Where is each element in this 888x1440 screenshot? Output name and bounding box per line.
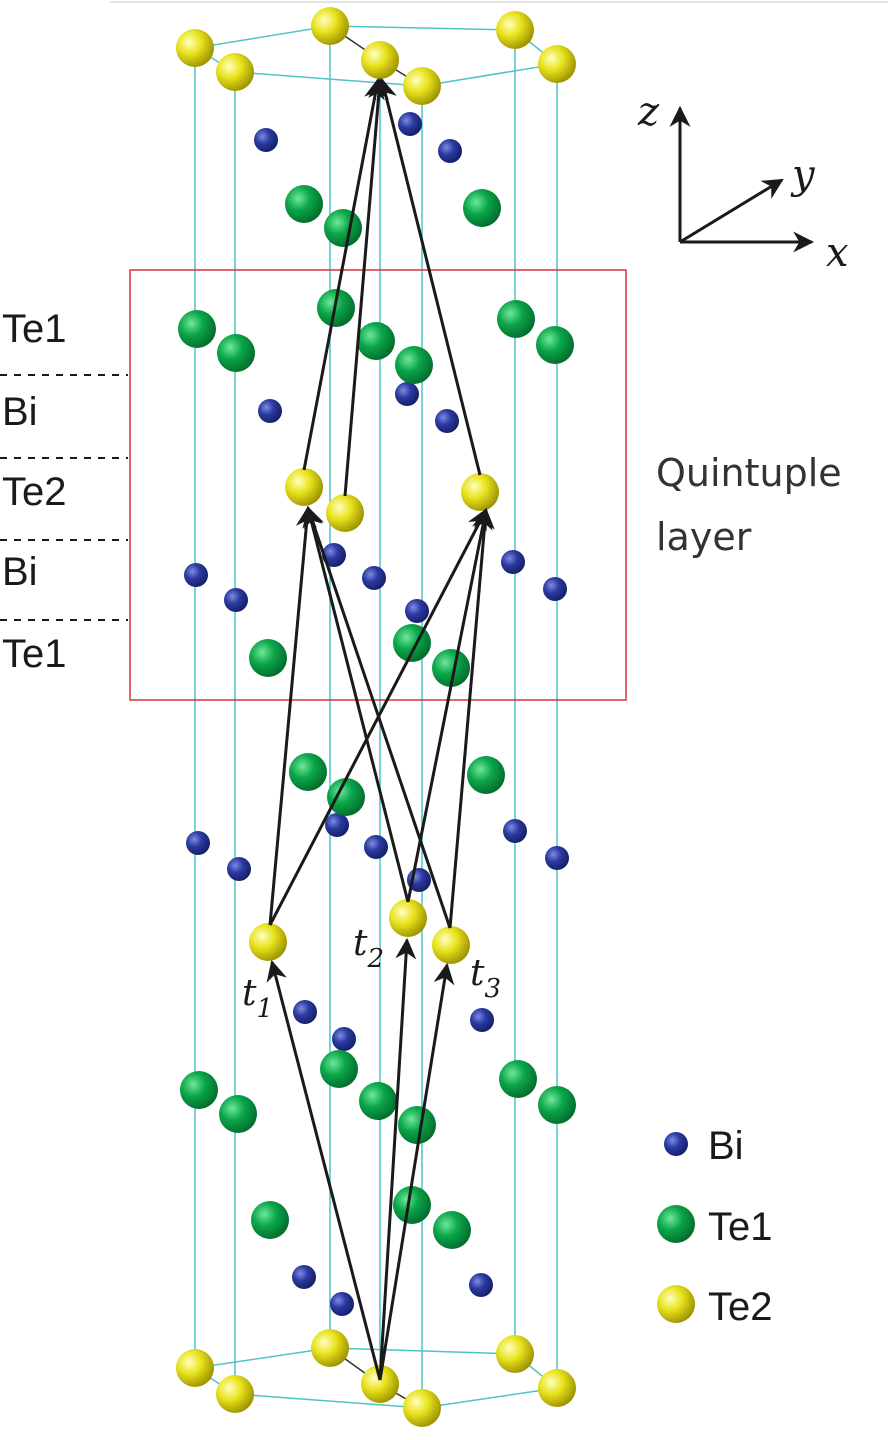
x-axis-label: x xyxy=(826,230,849,276)
arrow-t3-to-te2a xyxy=(304,506,452,929)
arrow-t2-to-te2c xyxy=(406,507,493,903)
layer-label-te1-top: Te1 xyxy=(2,307,67,351)
vector-t3-arrow xyxy=(378,962,455,1381)
layer-label-bi-lower: Bi xyxy=(2,550,38,594)
coordinate-axes xyxy=(669,105,815,253)
te1-atom-icon xyxy=(657,1205,695,1243)
vector-t2-arrow xyxy=(378,937,417,1381)
te1-atoms xyxy=(178,185,576,1249)
lattice-vectors xyxy=(266,77,495,1381)
vector-t1-arrow xyxy=(266,959,382,1381)
legend-label-te2: Te2 xyxy=(708,1285,773,1329)
arrow-te2c-to-top xyxy=(376,77,482,476)
arrow-t3-to-te2c xyxy=(448,507,495,929)
arrow-te2a-to-top xyxy=(302,77,385,471)
atoms xyxy=(176,7,576,1427)
y-axis-label: y xyxy=(790,152,816,198)
layer-label-bi-upper: Bi xyxy=(2,390,38,434)
quintuple-label-line2: layer xyxy=(656,515,752,559)
bi-atom-icon xyxy=(664,1132,688,1156)
z-axis-label: z xyxy=(637,89,660,135)
vector-t3-label: t3 xyxy=(470,953,501,1004)
unit-cell-lines xyxy=(192,25,559,1409)
quintuple-label-line1: Quintuple xyxy=(656,451,842,495)
legend-label-te1: Te1 xyxy=(708,1205,773,1249)
quintuple-layer-box xyxy=(129,269,627,701)
arrow-t2-to-te2a xyxy=(302,505,410,903)
layer-label-te2: Te2 xyxy=(2,470,67,514)
te2-atoms xyxy=(176,7,576,1427)
vector-t1-label: t1 xyxy=(242,973,273,1024)
layer-label-te1-bottom: Te1 xyxy=(2,632,67,676)
te2-atom-icon xyxy=(657,1285,695,1323)
bi-atoms xyxy=(184,112,569,1316)
arrow-t1-to-te2a xyxy=(268,505,317,926)
legend-label-bi: Bi xyxy=(708,1124,744,1168)
arrow-te2b-to-top xyxy=(343,77,389,497)
legend: Bi Te1 Te2 xyxy=(657,1124,773,1329)
vector-t2-label: t2 xyxy=(353,923,384,974)
y-axis-arrow xyxy=(679,178,784,244)
